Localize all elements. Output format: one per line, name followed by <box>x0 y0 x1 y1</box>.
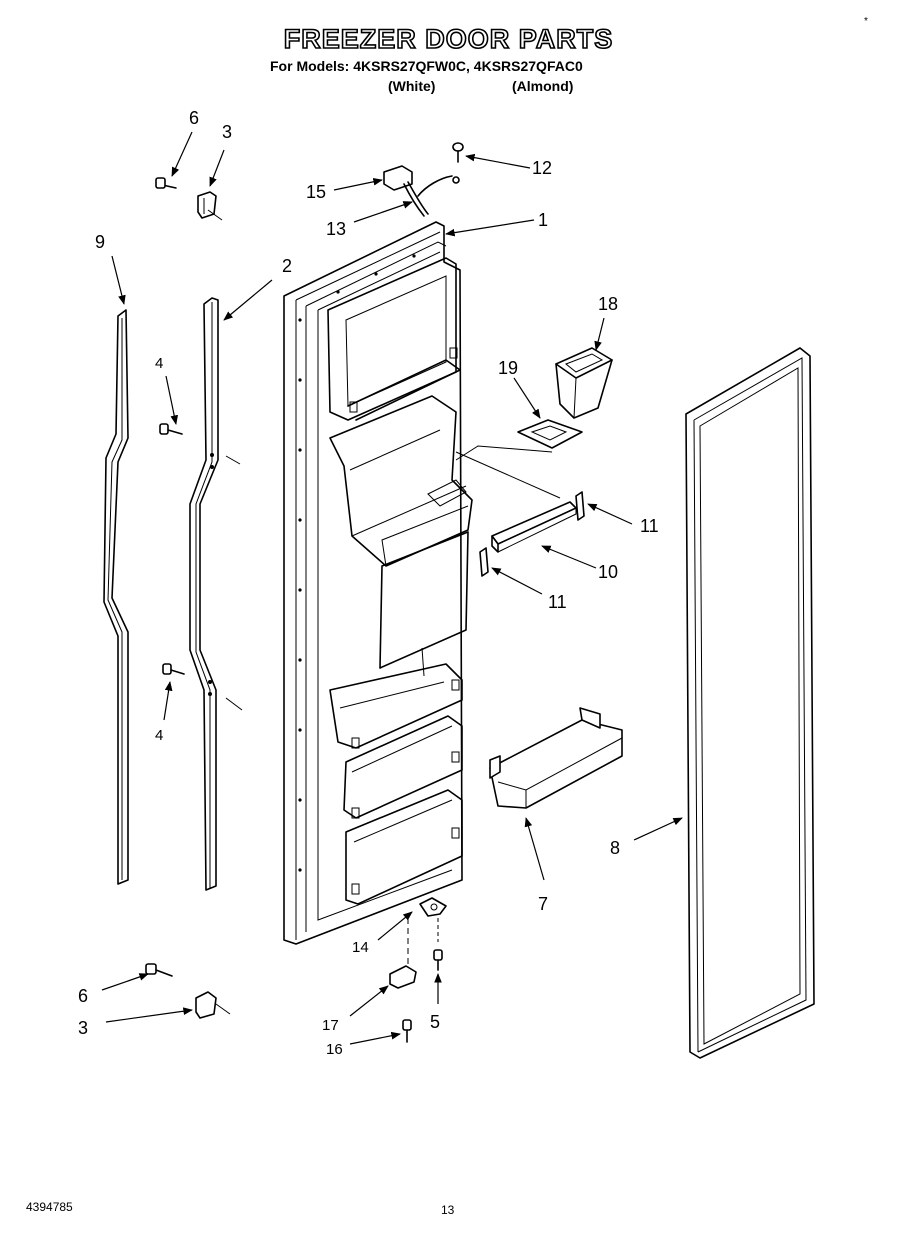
variant-almond-label: (Almond) <box>512 78 574 94</box>
callout-17: 17 <box>322 1017 339 1034</box>
part-18-ice-chute <box>555 347 613 419</box>
callout-16: 16 <box>326 1041 343 1058</box>
callout-3-top: 3 <box>222 122 232 142</box>
corner-mark: * <box>864 16 868 27</box>
callout-19: 19 <box>498 358 518 378</box>
part-11-end-cap-left <box>479 547 489 577</box>
leader-lines <box>101 131 683 1045</box>
document-number: 4394785 <box>26 1200 73 1214</box>
part-6-screw-bottom <box>145 963 173 977</box>
part-19-chute-gasket <box>517 419 583 449</box>
part-8-door-gasket <box>685 347 815 1059</box>
callout-5: 5 <box>430 1012 440 1032</box>
part-12-screw <box>452 142 464 163</box>
part-16-screw <box>402 1019 412 1043</box>
part-11-end-cap-right <box>575 491 585 521</box>
callout-labels: 6 3 9 2 4 4 12 15 13 1 18 19 11 10 11 7 … <box>78 108 659 1058</box>
page-number: 13 <box>441 1203 455 1217</box>
part-15-wire-harness <box>383 165 460 217</box>
callout-9: 9 <box>95 232 105 252</box>
variant-white-label: (White) <box>388 78 436 94</box>
callout-4-upper: 4 <box>155 355 163 372</box>
callout-13: 13 <box>326 219 346 239</box>
chute-alignment-line-2 <box>455 451 561 499</box>
part-3-hinge-cover-bottom <box>195 991 231 1019</box>
callout-12: 12 <box>532 158 552 178</box>
callout-10: 10 <box>598 562 618 582</box>
callout-18: 18 <box>598 294 618 314</box>
callout-1: 1 <box>538 210 548 230</box>
part-17-hinge-block <box>389 965 417 989</box>
callout-7: 7 <box>538 894 548 914</box>
part-2-door-trim <box>189 297 219 891</box>
part-14-hinge-plate <box>419 897 447 917</box>
callout-2: 2 <box>282 256 292 276</box>
page-title: FREEZER DOOR PARTS <box>283 23 614 55</box>
part-6-screw-top <box>155 177 177 189</box>
part-7-door-bin <box>489 707 623 809</box>
part-10-rail <box>491 501 577 553</box>
part-9-trim-strip <box>103 309 129 885</box>
part-4-screw-lower <box>162 663 185 675</box>
callout-3-bottom: 3 <box>78 1018 88 1038</box>
callout-8: 8 <box>610 838 620 858</box>
callout-11-left: 11 <box>548 592 567 612</box>
callout-4-lower: 4 <box>155 727 163 744</box>
part-4-screw-upper <box>159 423 183 435</box>
callout-6-bottom: 6 <box>78 986 88 1006</box>
part-1-door-liner <box>283 221 473 945</box>
callout-15: 15 <box>306 182 326 202</box>
callout-11-right: 11 <box>640 516 659 536</box>
callout-6-top: 6 <box>189 108 199 128</box>
callout-14: 14 <box>352 939 369 956</box>
part-5-screw <box>433 949 443 971</box>
models-line: For Models: 4KSRS27QFW0C, 4KSRS27QFAC0 <box>270 58 583 74</box>
